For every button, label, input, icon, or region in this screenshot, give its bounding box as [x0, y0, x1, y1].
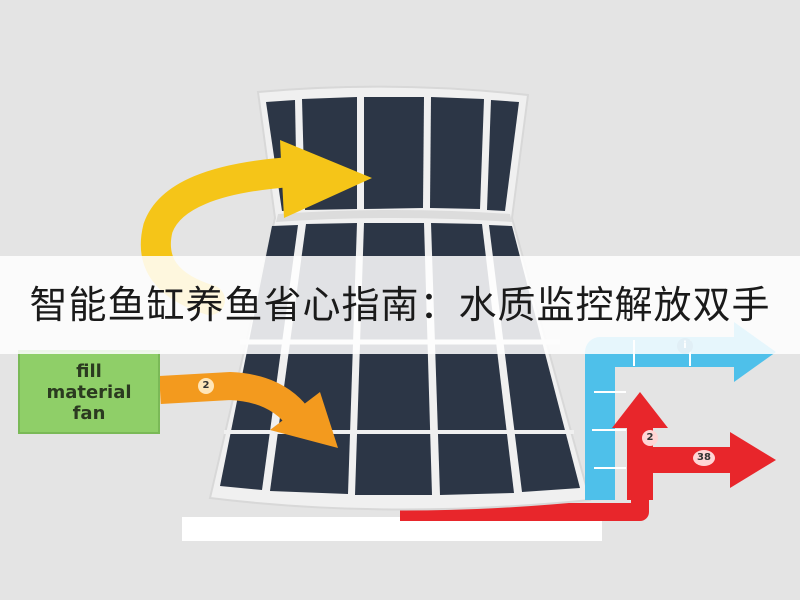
tower-upper-panels [266, 97, 519, 211]
red-right-badge-circle [693, 450, 715, 466]
red-up-arrow [612, 392, 668, 500]
red-up-badge-circle [642, 430, 658, 446]
orange-badge-circle [198, 378, 214, 394]
fill-label-line-2: material [46, 381, 132, 403]
red-right-arrow [640, 432, 776, 488]
tower-band [276, 210, 512, 222]
fill-label-line-1: fill [76, 360, 102, 382]
fill-label-line-3: fan [72, 402, 106, 424]
orange-arrow-badge: 2 [202, 380, 210, 391]
fill-material-fan-label-box: fill material fan [18, 350, 160, 434]
page-title: 智能鱼缸养鱼省心指南：水质监控解放双手 [29, 283, 771, 327]
title-banner [0, 256, 800, 354]
red-up-arrow-badge: 2 [646, 432, 654, 443]
orange-arrow [159, 371, 338, 448]
red-right-arrow-badge: 38 [697, 452, 711, 463]
